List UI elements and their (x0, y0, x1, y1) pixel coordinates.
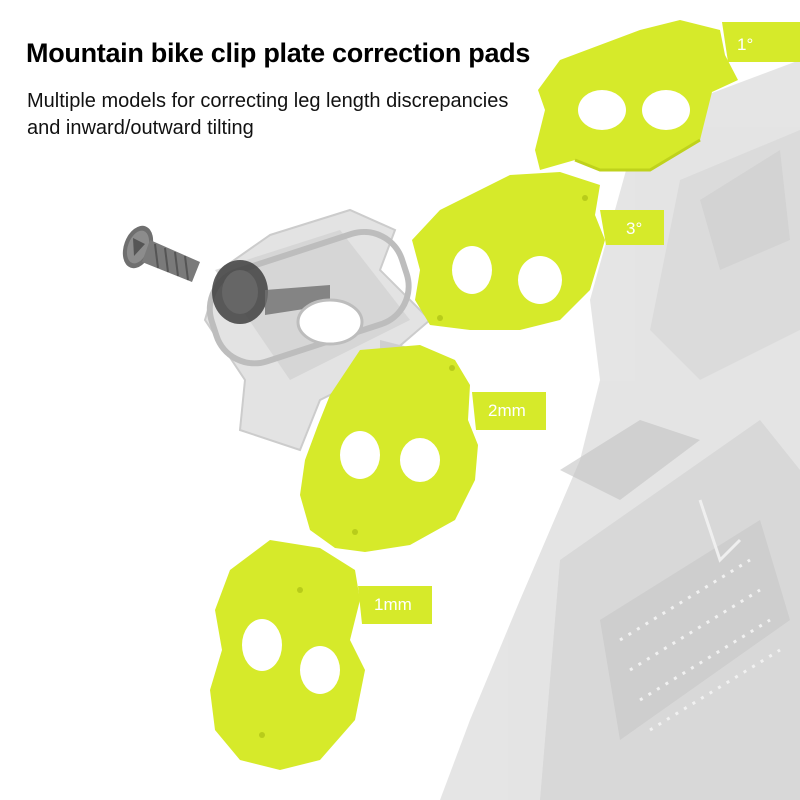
subtitle-line-2: and inward/outward tilting (27, 117, 254, 139)
tag-shape-1deg (722, 22, 800, 62)
label-1mm: 1mm (374, 595, 412, 614)
correction-pad-2mm (300, 345, 478, 552)
subtitle: Multiple models for correcting leg lengt… (27, 88, 547, 142)
correction-pad-1deg (535, 20, 738, 172)
cleat-screw (122, 225, 200, 282)
label-3deg: 3° (626, 219, 643, 238)
correction-pad-1mm (210, 540, 365, 770)
correction-pad-3deg (412, 172, 605, 330)
label-2mm: 2mm (488, 401, 526, 420)
label-1deg: 1° (737, 35, 754, 54)
tag-shape-3deg (600, 210, 664, 245)
shoe-sole-background (440, 60, 800, 800)
tag-shape-1mm (358, 586, 432, 624)
tag-shape-2mm (472, 392, 546, 430)
page-title: Mountain bike clip plate correction pads (26, 38, 531, 68)
subtitle-line-1: Multiple models for correcting leg lengt… (27, 90, 509, 112)
